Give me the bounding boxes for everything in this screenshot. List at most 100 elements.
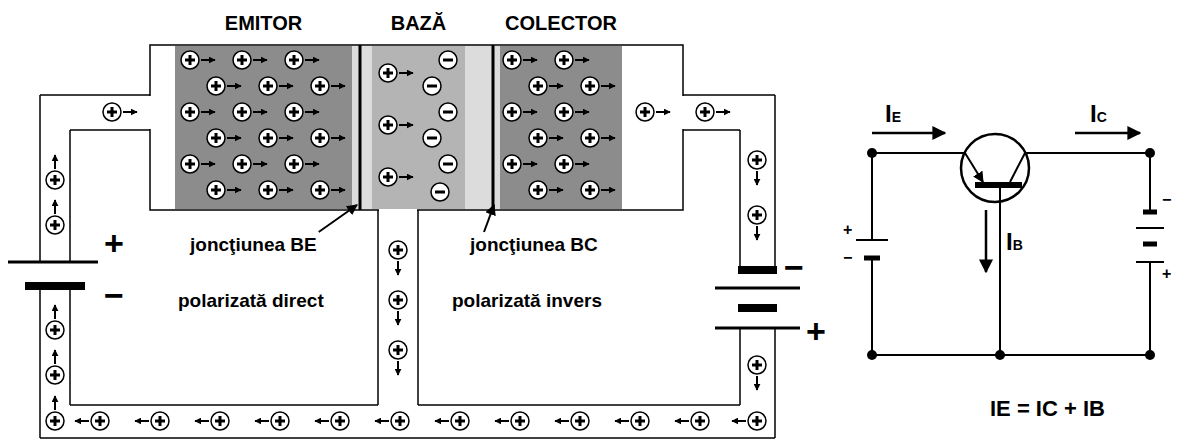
carrier-sign	[511, 159, 514, 169]
carrier-circle	[103, 103, 121, 121]
terminal-sign: +	[104, 226, 124, 260]
wire	[683, 94, 775, 96]
hole-symbol	[379, 116, 413, 134]
carrier-circle	[46, 412, 64, 430]
carrier-arrow	[279, 137, 293, 139]
carrier-arrow	[315, 420, 329, 422]
wire	[774, 328, 776, 438]
carrier-circle	[503, 155, 521, 173]
hole-symbol	[379, 64, 413, 82]
junction-label: joncţiunea BE	[190, 235, 317, 254]
wire	[774, 95, 776, 270]
region-title: EMITOR	[225, 12, 302, 35]
carrier-arrow	[549, 85, 563, 87]
electron-symbol	[439, 51, 457, 69]
carrier-arrow	[523, 59, 537, 61]
terminal-sign: +	[1162, 266, 1171, 282]
carrier-sign	[756, 210, 759, 220]
carrier-arrow	[279, 85, 293, 87]
carrier-arrow	[255, 420, 269, 422]
carrier-circle	[311, 129, 329, 147]
junction-dot	[1145, 148, 1155, 158]
carrier-circle	[439, 103, 457, 121]
carrier-sign	[459, 416, 462, 426]
carrier-circle	[285, 155, 303, 173]
carrier-arrow	[253, 111, 267, 113]
carrier-circle	[46, 171, 64, 189]
carrier-sign	[387, 120, 390, 130]
battery-plate	[1136, 261, 1164, 263]
carrier-circle	[503, 103, 521, 121]
electron-symbol	[431, 183, 449, 201]
carrier-arrow	[523, 111, 537, 113]
semiconductor-region: BAZĂ	[372, 45, 465, 210]
carrier-sign	[159, 416, 162, 426]
carrier-circle	[211, 412, 229, 430]
hole-symbol	[555, 51, 589, 69]
carrier-arrow	[227, 137, 241, 139]
terminal-sign: −	[784, 250, 804, 284]
carrier-circle	[748, 206, 766, 224]
carrier-sign	[397, 295, 400, 305]
carrier-arrow	[523, 163, 537, 165]
current-label: IB	[1006, 228, 1023, 257]
carrier-circle	[207, 181, 225, 199]
wire	[739, 328, 741, 405]
carrier-circle	[451, 412, 469, 430]
current-label: IC	[1090, 100, 1107, 129]
carrier-circle	[748, 151, 766, 169]
carrier-sign	[563, 107, 566, 117]
junction-dot	[867, 350, 877, 360]
carrier-circle	[207, 129, 225, 147]
carrier-sign	[111, 107, 114, 117]
battery-plate	[864, 256, 880, 261]
carrier-arrow	[555, 420, 569, 422]
hole-symbol	[435, 412, 469, 430]
carrier-circle	[181, 51, 199, 69]
hole-symbol	[195, 412, 229, 430]
carrier-arrow	[331, 85, 345, 87]
carrier-arrow	[54, 305, 56, 319]
junction-dot	[867, 148, 877, 158]
carrier-circle	[46, 216, 64, 234]
carrier-circle	[581, 181, 599, 199]
carrier-sign	[267, 133, 270, 143]
carrier-circle	[423, 77, 441, 95]
carrier-circle	[389, 241, 407, 259]
carrier-sign	[443, 59, 453, 62]
carrier-circle	[581, 129, 599, 147]
carrier-sign	[589, 133, 592, 143]
hole-symbol	[732, 412, 766, 430]
carrier-sign	[319, 81, 322, 91]
carrier-arrow	[399, 176, 413, 178]
region-title: BAZĂ	[391, 12, 447, 35]
transistor-schematic	[856, 133, 1164, 360]
carrier-sign	[189, 159, 192, 169]
carrier-sign	[319, 133, 322, 143]
hole-symbol	[503, 155, 537, 173]
carrier-sign	[435, 191, 445, 194]
carrier-circle	[259, 77, 277, 95]
carrier-arrow	[279, 189, 293, 191]
hole-symbol	[581, 129, 615, 147]
hole-symbol	[135, 412, 169, 430]
electron-symbol	[423, 77, 441, 95]
hole-symbol	[207, 77, 241, 95]
carrier-arrow	[54, 155, 56, 169]
carrier-sign	[756, 416, 759, 426]
battery-plate	[738, 304, 777, 312]
carrier-arrow	[656, 111, 670, 113]
hole-symbol	[696, 103, 730, 121]
carrier-arrow	[54, 200, 56, 214]
carrier-sign	[319, 185, 322, 195]
wire	[683, 129, 740, 131]
hole-symbol	[555, 155, 589, 173]
carrier-circle	[571, 412, 589, 430]
wire	[418, 404, 740, 406]
carrier-circle	[46, 321, 64, 339]
semiconductor-region: COLECTOR	[500, 45, 622, 210]
carrier-circle	[389, 341, 407, 359]
carrier-sign	[644, 107, 647, 117]
hole-symbol	[259, 77, 293, 95]
battery-plate	[1136, 227, 1164, 229]
